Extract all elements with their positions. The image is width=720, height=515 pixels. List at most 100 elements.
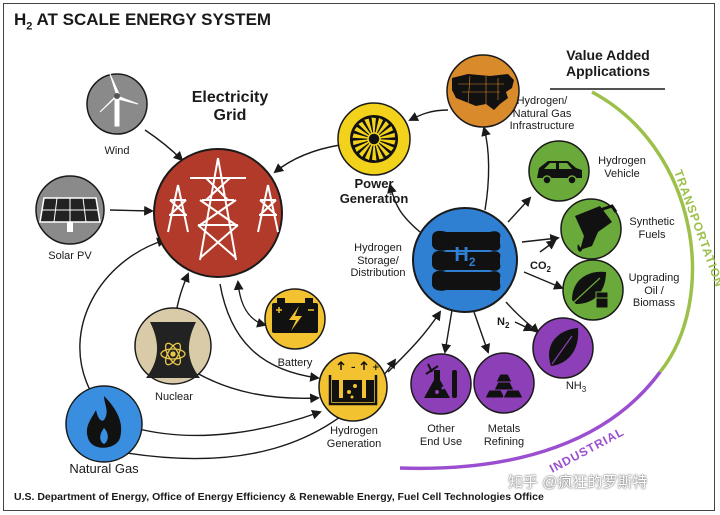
storage-line2: Storage/: [357, 254, 399, 267]
metals-line1: Metals: [487, 423, 521, 435]
transmission-tower-icon: [167, 157, 279, 261]
page-title: H2 AT SCALE ENERGY SYSTEM: [14, 10, 272, 33]
other-end-use-line1: Other: [427, 423, 455, 435]
co2-label: CO2: [530, 260, 551, 275]
wind-node: [86, 73, 148, 135]
flame-icon: [86, 396, 122, 448]
battery-label: Battery: [277, 357, 313, 369]
hydrogen-generation-line2: Generation: [326, 437, 382, 450]
solar-pv-node: [35, 175, 105, 245]
arrow-storage-other: [441, 309, 453, 354]
hydrogen-generation-label: Hydrogen Generation: [316, 425, 392, 450]
arrow-storage-vehicle: [507, 196, 532, 223]
battery-node: [264, 288, 326, 350]
wind-turbine-icon: [99, 73, 139, 127]
value-added-line1: Value Added: [566, 47, 650, 63]
arrow-storage-nh3: [505, 301, 540, 334]
transportation-arc: [591, 90, 695, 374]
power-generation-line2: Generation: [339, 190, 409, 206]
arrow-storage-power: [387, 183, 421, 233]
solar-panel-icon: [39, 197, 101, 232]
vehicle-label: Hydrogen Vehicle: [592, 155, 652, 180]
oil-leaf-icon: [572, 271, 609, 309]
wind-label: Wind: [104, 145, 130, 157]
arrow-storage-fuels: [521, 233, 560, 244]
synthetic-fuels-label: Synthetic Fuels: [624, 216, 680, 241]
turbine-blade: [372, 139, 377, 161]
fuel-nozzle-icon: [575, 204, 618, 252]
grid-label-line1: Electricity: [191, 89, 269, 106]
storage-label: Hydrogen Storage/ Distribution: [340, 242, 416, 280]
synthetic-fuels-node: [560, 198, 622, 260]
nuclear-node: [134, 307, 212, 385]
svg-text:–: –: [351, 363, 356, 373]
hydrogen-vehicle-node: [528, 140, 590, 202]
arrow-h2gen-storage: [387, 310, 442, 373]
infrastructure-node: [446, 54, 520, 128]
other-end-use-label: Other End Use: [410, 423, 472, 448]
other-end-use-node: [410, 353, 472, 415]
svg-text:+: +: [372, 363, 380, 373]
upgrading-line1: Upgrading: [628, 272, 680, 284]
n2-label: N2: [497, 316, 510, 331]
storage-line3: Distribution: [350, 267, 406, 280]
frame-border: [3, 3, 715, 511]
upgrading-label: Upgrading Oil / Biomass: [624, 272, 684, 310]
arrow-wind-grid: [144, 129, 184, 162]
arrow-co2-in: [539, 239, 557, 253]
hydrogen-storage-node: [412, 207, 518, 313]
metals-label: Metals Refining: [476, 423, 532, 448]
footer-credit: U.S. Department of Energy, Office of Ene…: [14, 491, 544, 503]
industrial-arc: [399, 370, 662, 471]
vehicle-line1: Hydrogen: [598, 155, 646, 167]
arrow-ng-grid: [79, 237, 167, 391]
metals-node: [473, 352, 535, 414]
atom-icon: [160, 342, 186, 366]
arrow-nuclear-h2gen: [194, 371, 320, 404]
turbine-blade: [371, 117, 376, 139]
upgrading-line3: Biomass: [632, 297, 676, 310]
power-generation-node: [337, 102, 411, 176]
power-generation-label: Power Generation: [334, 176, 414, 207]
storage-line1: Hydrogen: [354, 242, 402, 254]
arrow-n2-in: [514, 321, 534, 332]
grid-label-line2: Grid: [213, 107, 247, 125]
infrastructure-label: Hydrogen/ Natural Gas Infrastructure: [502, 95, 582, 133]
arrow-infra-power: [408, 109, 449, 121]
infrastructure-line2: Natural Gas: [512, 107, 572, 120]
ammonia-label: NH3: [565, 380, 587, 395]
arrow-storage-upgrading: [523, 271, 564, 290]
synthetic-fuels-line2: Fuels: [638, 228, 666, 241]
lab-equipment-icon: [424, 363, 457, 398]
arrow-ng-h2gen: [134, 410, 322, 437]
arrow-storage-infra: [481, 126, 491, 211]
watermark: 知乎 @疯狂的罗斯特: [508, 474, 648, 491]
metal-ingots-icon: [484, 373, 524, 399]
power-generation-line1: Power: [354, 176, 394, 191]
natural-gas-node: [65, 385, 143, 463]
arrow-power-grid: [273, 144, 341, 174]
value-added-line2: Applications: [565, 63, 650, 80]
cooling-tower-icon: [146, 322, 200, 378]
storage-tanks-icon: [432, 230, 501, 291]
nuclear-label: Nuclear: [155, 391, 193, 403]
metals-line2: Refining: [483, 435, 525, 448]
infrastructure-line1: Hydrogen/: [516, 95, 568, 107]
other-end-use-line2: End Use: [419, 435, 463, 448]
turbine-icon: [350, 115, 398, 163]
vehicle-line2: Vehicle: [604, 167, 640, 180]
grid-label: Electricity Grid: [180, 89, 280, 126]
arrow-grid-battery: [233, 280, 267, 328]
solar-label: Solar PV: [48, 250, 92, 262]
natural-gas-label: Natural Gas: [69, 461, 139, 476]
synthetic-fuels-line1: Synthetic: [629, 216, 675, 228]
hydrogen-generation-node: – +: [318, 352, 388, 422]
battery-icon: [272, 298, 318, 333]
upgrading-line2: Oil /: [644, 284, 664, 297]
arrow-solar-grid: [109, 205, 154, 216]
upgrading-node: [562, 259, 624, 321]
hydrogen-generation-line1: Hydrogen: [330, 425, 378, 437]
infrastructure-line3: Infrastructure: [509, 120, 575, 133]
electrolyzer-icon: – +: [328, 360, 380, 406]
